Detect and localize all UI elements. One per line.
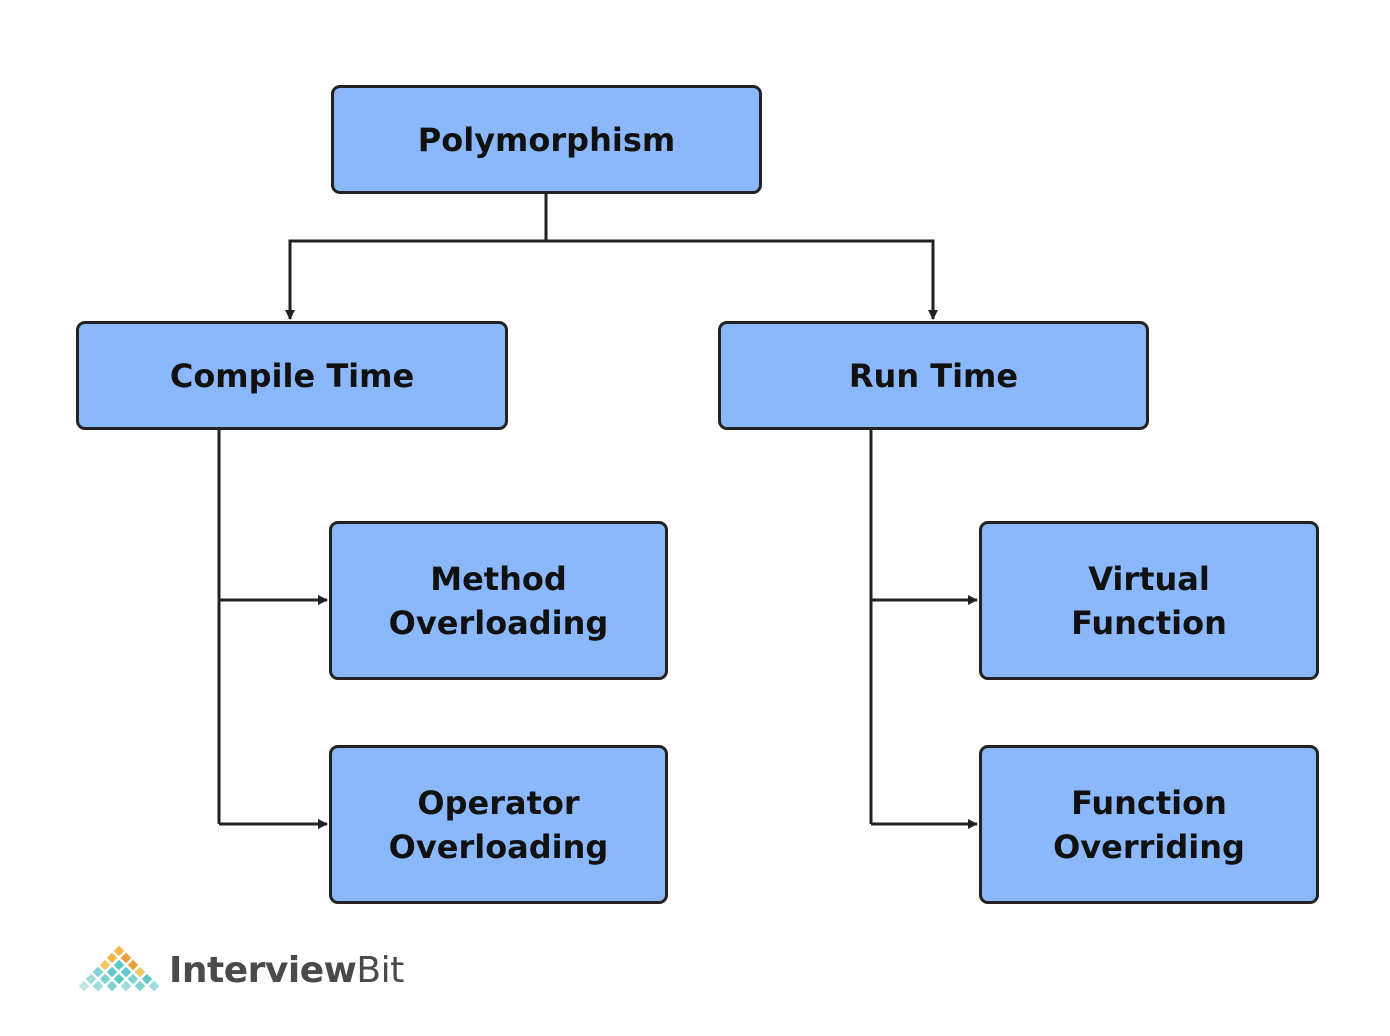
node-label: Compile Time bbox=[169, 356, 415, 395]
node-label: Polymorphism bbox=[417, 120, 676, 159]
node-label-line-2: Overriding bbox=[1053, 827, 1245, 866]
node-label-line-2: Overloading bbox=[388, 603, 609, 642]
node-label: Run Time bbox=[848, 356, 1019, 395]
node-label-line-1: Function bbox=[1071, 783, 1227, 822]
diamond-grid-logo-icon bbox=[77, 944, 161, 993]
node-label-line-2: Function bbox=[1071, 603, 1227, 642]
node-label-line-1: Method bbox=[430, 559, 567, 598]
brand-logo: InterviewBit bbox=[77, 940, 404, 1000]
node-label-line-2: Overloading bbox=[388, 827, 609, 866]
node-compile-time: Compile Time bbox=[76, 321, 508, 430]
node-function-overriding: Function Overriding bbox=[979, 745, 1319, 904]
node-run-time: Run Time bbox=[718, 321, 1149, 430]
node-virtual-function: Virtual Function bbox=[979, 521, 1319, 680]
node-label-line-1: Operator bbox=[417, 783, 580, 822]
brand-wordmark: InterviewBit bbox=[169, 950, 404, 991]
node-polymorphism: Polymorphism bbox=[331, 85, 762, 194]
node-method-overloading: Method Overloading bbox=[329, 521, 668, 680]
node-label-line-1: Virtual bbox=[1088, 559, 1210, 598]
edge-root-to-compile-time bbox=[285, 194, 548, 320]
brand-name-bold: Interview bbox=[169, 949, 357, 991]
brand-name-regular: Bit bbox=[356, 949, 404, 991]
edge-root-to-run-time bbox=[546, 239, 938, 320]
node-operator-overloading: Operator Overloading bbox=[329, 745, 668, 904]
